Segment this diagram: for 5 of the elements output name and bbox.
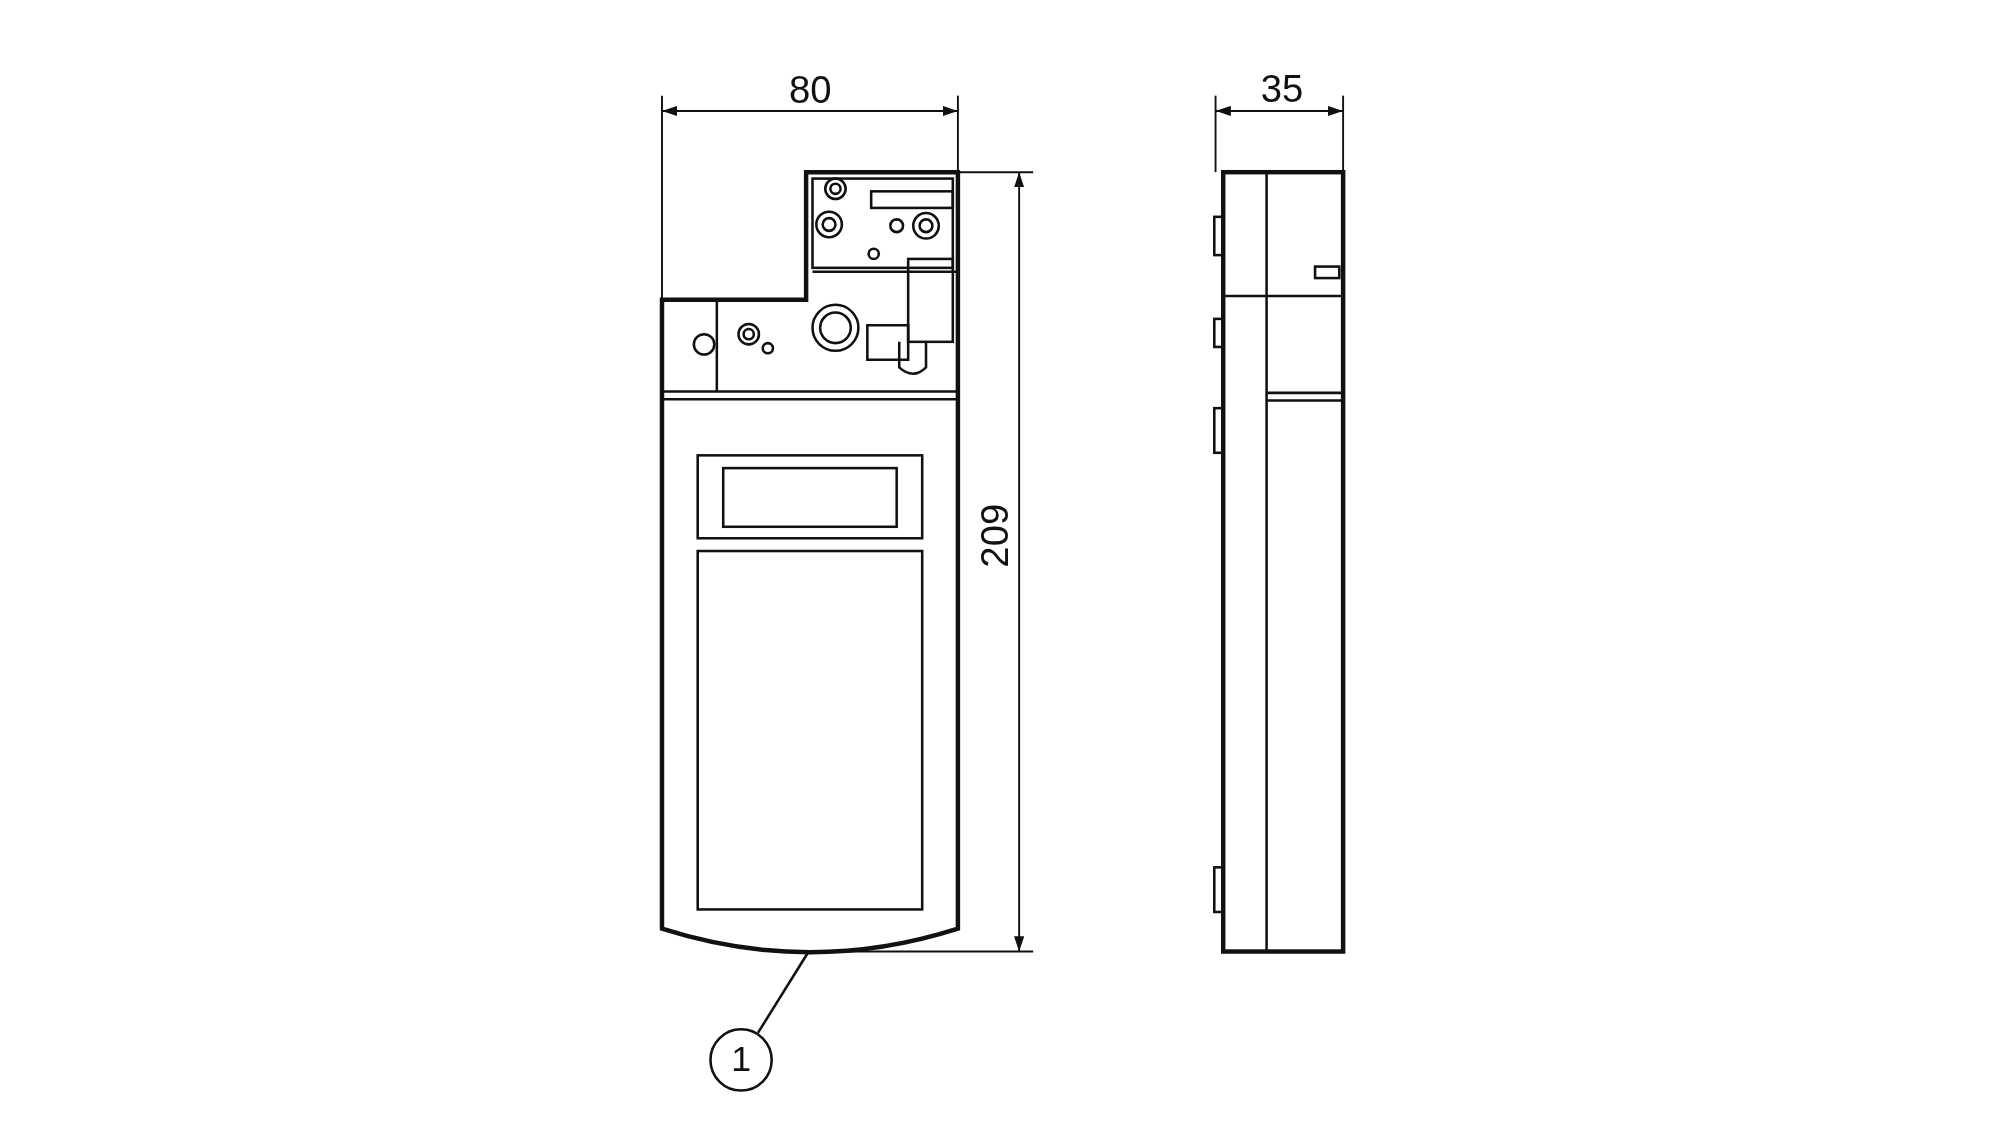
dimension-label: 80: [788, 71, 832, 110]
dimension-label: 35: [1260, 70, 1304, 109]
dimension-label: 209: [975, 503, 1015, 568]
front-view-drawing: [659, 169, 961, 955]
callout-number: 1: [709, 1028, 773, 1092]
